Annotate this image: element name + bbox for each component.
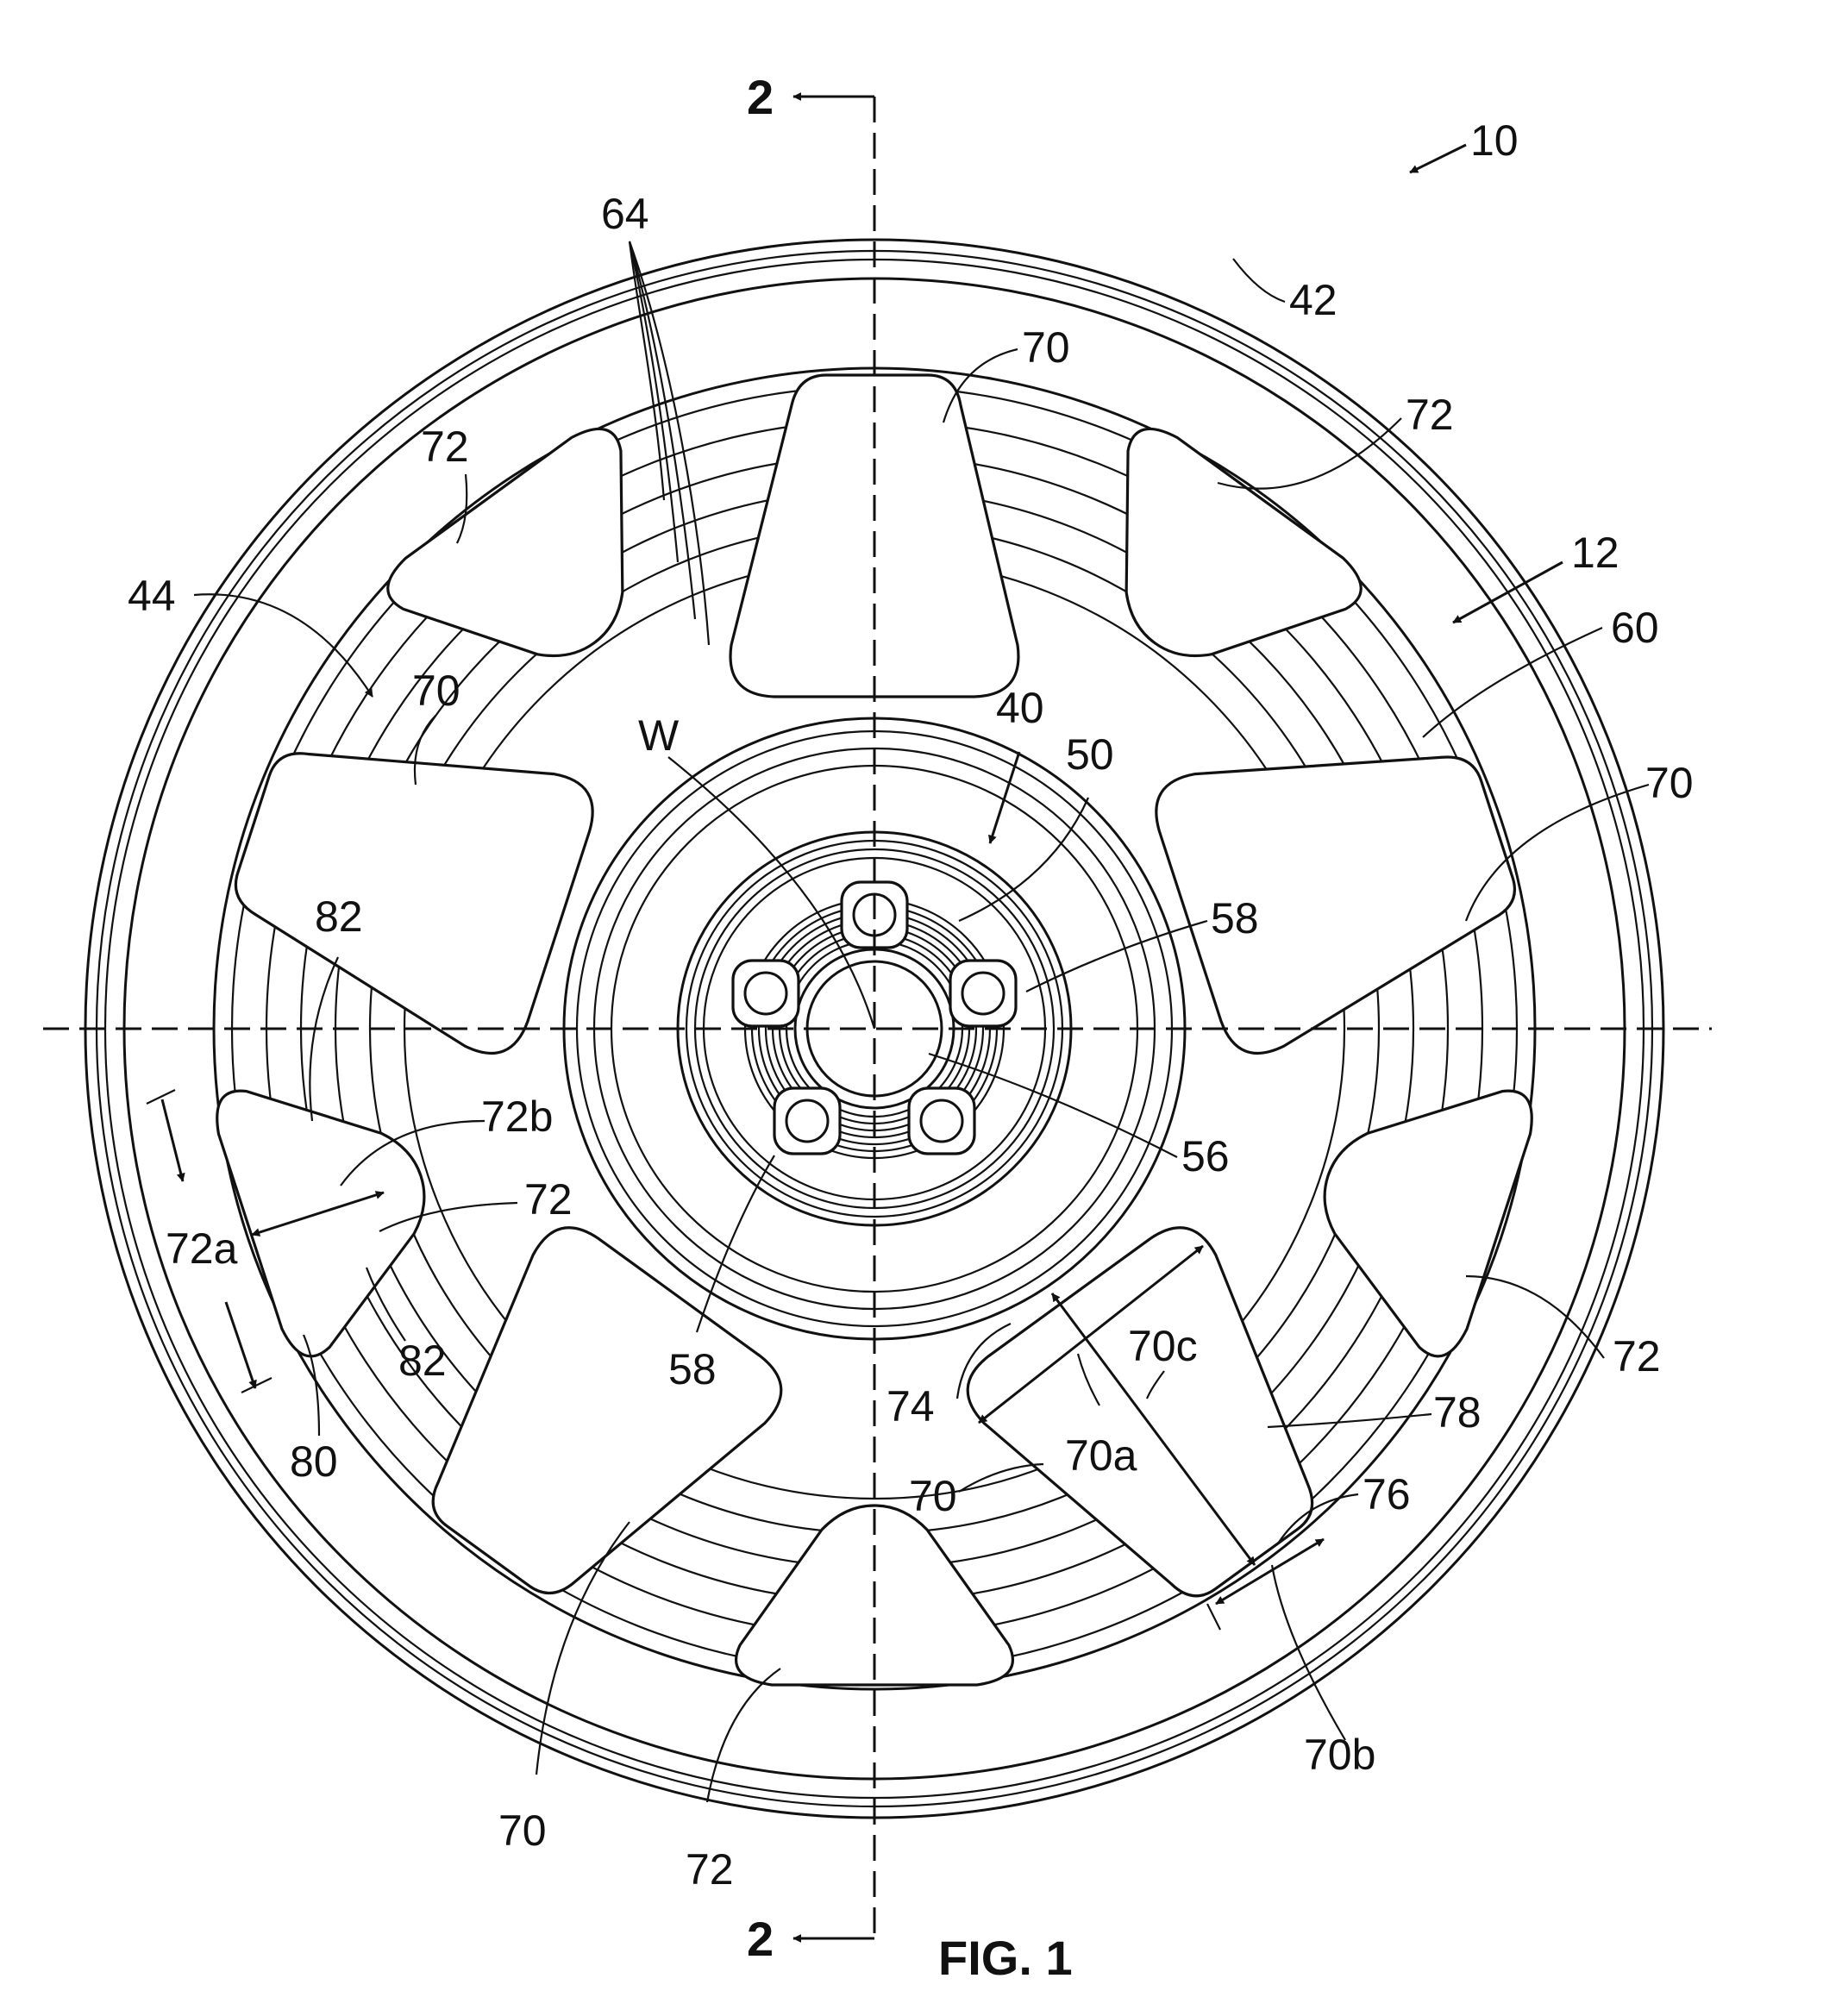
label-72-bottom: 72 xyxy=(686,1845,734,1894)
label-42: 42 xyxy=(1289,276,1337,324)
figure-caption: FIG. 1 xyxy=(938,1931,1073,1985)
label-72-top-left: 72 xyxy=(421,423,469,471)
window-72-top-right xyxy=(1124,427,1363,658)
window-72-left xyxy=(216,1089,426,1358)
label-82-upper: 82 xyxy=(315,892,363,941)
label-70-bottom: 70 xyxy=(498,1806,547,1855)
window-72-top-left xyxy=(386,427,624,658)
leader-lines xyxy=(193,143,1650,1803)
label-56: 56 xyxy=(1181,1132,1230,1180)
label-70-top: 70 xyxy=(1022,323,1070,372)
window-72-right xyxy=(1323,1089,1533,1358)
label-72-top-right: 72 xyxy=(1406,391,1454,439)
window-70-right xyxy=(1155,755,1517,1055)
label-72-left-mid: 72 xyxy=(524,1175,573,1224)
label-80: 80 xyxy=(290,1437,338,1486)
label-40: 40 xyxy=(996,684,1044,732)
section-marker-bottom: 2 xyxy=(747,1912,774,1966)
label-70-left: 70 xyxy=(412,667,460,715)
label-70-right: 70 xyxy=(1645,759,1694,807)
label-74: 74 xyxy=(886,1382,935,1431)
label-76: 76 xyxy=(1363,1470,1411,1518)
section-marker-top: 2 xyxy=(747,70,774,124)
label-w: W xyxy=(638,711,680,760)
label-58-bottom: 58 xyxy=(668,1345,717,1393)
label-72-right: 72 xyxy=(1613,1332,1661,1381)
label-10: 10 xyxy=(1470,116,1519,165)
label-12: 12 xyxy=(1571,529,1619,577)
label-64: 64 xyxy=(601,190,649,238)
label-70c: 70c xyxy=(1128,1322,1198,1370)
dimension-arrows xyxy=(146,1089,1325,1631)
label-82-lower: 82 xyxy=(398,1337,447,1385)
label-44: 44 xyxy=(128,572,176,620)
window-70-bottom-left xyxy=(431,1226,783,1594)
label-58-right: 58 xyxy=(1211,894,1259,942)
label-50: 50 xyxy=(1066,730,1114,779)
label-70a: 70a xyxy=(1065,1431,1137,1480)
label-78: 78 xyxy=(1433,1388,1482,1437)
label-72b: 72b xyxy=(481,1093,553,1141)
label-60: 60 xyxy=(1611,604,1659,652)
label-70b: 70b xyxy=(1304,1731,1375,1779)
label-72a: 72a xyxy=(166,1224,238,1273)
label-70-mid: 70 xyxy=(909,1472,957,1520)
center-lines xyxy=(43,92,1712,1943)
window-70-left xyxy=(234,752,594,1055)
reference-labels: 2 2 FIG. 1 10 64 42 70 72 72 12 44 60 70… xyxy=(128,70,1694,1985)
